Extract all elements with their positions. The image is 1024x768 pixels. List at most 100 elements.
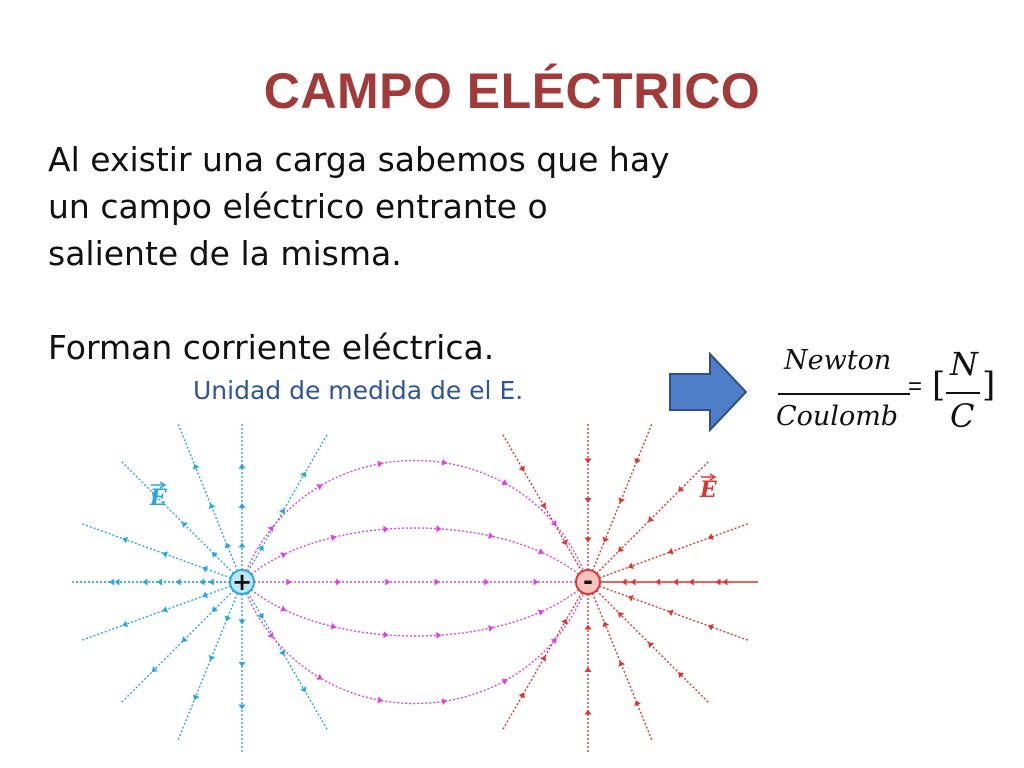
field-arrowhead bbox=[707, 624, 714, 631]
field-arrowhead bbox=[488, 625, 494, 632]
field-arrowheads bbox=[109, 457, 728, 715]
field-arrowhead bbox=[688, 578, 694, 586]
field-arrowhead bbox=[316, 484, 323, 491]
field-arrowhead bbox=[224, 615, 232, 622]
field-arrowhead bbox=[707, 533, 714, 540]
field-arrowhead bbox=[175, 578, 181, 586]
field-arrowhead bbox=[383, 525, 389, 533]
field-arrowhead bbox=[627, 594, 634, 602]
field-arrowhead bbox=[618, 545, 625, 552]
connecting-field-line bbox=[241, 581, 589, 705]
right-arrow-icon bbox=[669, 352, 748, 432]
formula-denominator: Coulomb bbox=[776, 401, 899, 432]
left-bracket: [ bbox=[932, 365, 946, 405]
field-arrowhead bbox=[224, 542, 232, 549]
field-arrowhead bbox=[533, 578, 539, 586]
fraction-bar bbox=[778, 393, 910, 395]
positive-field-line bbox=[177, 581, 243, 740]
negative-field-line bbox=[587, 461, 709, 583]
field-arrowhead bbox=[208, 578, 214, 586]
field-arrowhead bbox=[584, 537, 592, 543]
field-arrowhead bbox=[715, 578, 721, 586]
field-arrowhead bbox=[300, 686, 307, 693]
field-arrowhead bbox=[122, 620, 129, 628]
field-arrowhead bbox=[238, 662, 246, 667]
positive-field-label: E bbox=[149, 481, 168, 511]
field-arrowhead bbox=[211, 606, 218, 613]
negative-charge: - bbox=[575, 567, 601, 595]
negative-field-line bbox=[587, 581, 709, 703]
field-arrowhead bbox=[316, 673, 323, 680]
field-arrowhead bbox=[488, 532, 494, 539]
field-arrowhead bbox=[280, 605, 287, 612]
field-arrowhead bbox=[436, 525, 442, 533]
positive-field-line bbox=[82, 581, 243, 641]
field-arrowhead bbox=[722, 578, 728, 586]
negative-field-line bbox=[587, 424, 653, 583]
field-arrowhead bbox=[202, 591, 208, 599]
field-arrowhead bbox=[584, 709, 592, 715]
field-arrowhead bbox=[550, 637, 557, 645]
field-arrowhead bbox=[157, 578, 162, 586]
field-arrowhead bbox=[278, 508, 286, 515]
field-arrowhead bbox=[634, 700, 641, 707]
field-arrowhead bbox=[377, 696, 383, 704]
field-arrowhead bbox=[618, 497, 625, 504]
field-arrowhead bbox=[602, 536, 610, 543]
field-arrowhead bbox=[584, 458, 592, 464]
field-arrowhead bbox=[142, 578, 148, 586]
field-arrowhead bbox=[238, 542, 246, 548]
field-arrowhead bbox=[484, 578, 490, 586]
field-arrowhead bbox=[238, 619, 246, 625]
negative-field-line bbox=[502, 581, 589, 730]
field-arrowhead bbox=[181, 521, 188, 528]
field-arrowhead bbox=[518, 692, 525, 699]
field-arrowhead bbox=[280, 552, 287, 559]
field-arrowhead bbox=[151, 491, 158, 498]
positive-field-line bbox=[177, 424, 243, 583]
field-arrowhead bbox=[385, 578, 391, 586]
connecting-field-line bbox=[241, 527, 589, 583]
negative-field-label: E bbox=[699, 473, 718, 503]
right-bracket: ] bbox=[982, 365, 996, 405]
negative-charge-symbol: - bbox=[583, 567, 593, 595]
field-arrowhead bbox=[300, 471, 307, 478]
field-arrowhead bbox=[618, 660, 625, 667]
field-arrowhead bbox=[211, 551, 218, 558]
negative-field-line bbox=[587, 523, 748, 583]
field-arrowhead bbox=[192, 694, 200, 701]
field-arrowhead bbox=[550, 519, 557, 527]
field-arrowhead bbox=[539, 655, 547, 662]
paragraph-line: saliente de la misma. bbox=[48, 234, 402, 273]
field-arrowhead bbox=[377, 460, 383, 468]
field-arrowhead bbox=[539, 502, 547, 509]
field-arrowhead bbox=[114, 578, 120, 586]
positive-field-E-label: E bbox=[149, 485, 168, 511]
field-arrowhead bbox=[383, 631, 389, 639]
field-arrowhead bbox=[257, 612, 264, 619]
field-arrowhead bbox=[199, 578, 205, 586]
negative-field-E-label: E bbox=[699, 477, 718, 503]
connecting-field-line bbox=[241, 459, 589, 583]
field-arrowhead bbox=[678, 672, 685, 679]
field-arrowhead bbox=[181, 636, 188, 643]
unit-denominator: C bbox=[950, 397, 975, 435]
field-arrowhead bbox=[673, 578, 678, 586]
field-arrowhead bbox=[618, 612, 625, 619]
field-arrowhead bbox=[208, 654, 216, 661]
field-arrowhead bbox=[162, 606, 169, 613]
field-arrowhead bbox=[192, 463, 200, 470]
field-arrowhead bbox=[202, 565, 208, 573]
field-arrowhead bbox=[335, 578, 341, 586]
positive-charge: + bbox=[229, 568, 255, 596]
negative-field-line bbox=[587, 581, 653, 740]
negative-field-line bbox=[587, 581, 748, 641]
field-arrowhead bbox=[151, 666, 158, 673]
field-arrowhead bbox=[537, 609, 544, 616]
blank-line bbox=[48, 277, 788, 324]
field-arrowhead bbox=[257, 545, 264, 552]
field-arrowhead bbox=[286, 578, 292, 586]
field-arrowhead bbox=[238, 503, 246, 508]
field-arrowhead bbox=[441, 698, 448, 706]
field-arrowhead bbox=[238, 704, 246, 710]
